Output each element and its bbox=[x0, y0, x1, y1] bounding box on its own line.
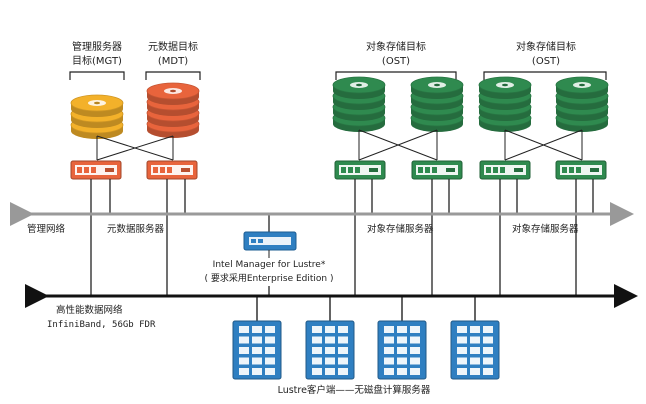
cross-connections bbox=[96, 129, 583, 161]
ost-disk-stack-4 bbox=[555, 76, 609, 132]
ost-group-1-title: 对象存储目标 bbox=[366, 40, 426, 53]
oss-server-label-2: 对象存储服务器 bbox=[512, 223, 579, 235]
mgt-disk-stack bbox=[70, 94, 124, 139]
intel-manager-server bbox=[243, 231, 297, 251]
client-server-1 bbox=[232, 296, 282, 380]
oss-rack-server-1 bbox=[334, 160, 386, 180]
mds-rack-server bbox=[146, 160, 198, 180]
ost-disk-stack-3 bbox=[478, 76, 532, 132]
mdt-title: 元数据目标 bbox=[148, 40, 198, 53]
mgt-bracket bbox=[69, 71, 125, 80]
oss-server-label-1: 对象存储服务器 bbox=[367, 223, 434, 235]
disk-stacks bbox=[70, 76, 609, 139]
hpc-network-sub: InfiniBand, 56Gb FDR bbox=[47, 320, 156, 330]
ost-disk-stack-2 bbox=[410, 76, 464, 132]
ost-bracket-2 bbox=[483, 71, 607, 80]
ost-group-2-subtitle: (OST) bbox=[532, 56, 560, 67]
mdt-bracket bbox=[145, 71, 201, 80]
mgt-subtitle: 目标(MGT) bbox=[72, 55, 122, 67]
client-server-4 bbox=[450, 296, 500, 380]
management-network-label: 管理网络 bbox=[27, 223, 66, 235]
brackets bbox=[69, 71, 607, 80]
mdt-subtitle: (MDT) bbox=[158, 56, 188, 67]
rack-servers bbox=[70, 160, 607, 180]
mdt-disk-stack bbox=[146, 82, 200, 138]
oss-rack-server-4 bbox=[555, 160, 607, 180]
client-servers bbox=[232, 296, 500, 380]
mgt-title: 管理服务器 bbox=[72, 40, 122, 53]
oss-rack-server-2 bbox=[411, 160, 463, 180]
client-server-3 bbox=[377, 296, 427, 380]
hpc-network-label: 高性能数据网络 bbox=[56, 304, 123, 316]
ost-bracket-1 bbox=[335, 71, 457, 80]
oss-rack-server-3 bbox=[479, 160, 531, 180]
clients-label: Lustre客户端——无磁盘计算服务器 bbox=[278, 384, 431, 396]
client-server-2 bbox=[305, 296, 355, 380]
vertical-links bbox=[90, 179, 594, 296]
ost-group-2-title: 对象存储目标 bbox=[516, 40, 576, 53]
intel-manager-label: Intel Manager for Lustre* bbox=[213, 260, 326, 270]
ost-disk-stack-1 bbox=[332, 76, 386, 132]
mds-server-label: 元数据服务器 bbox=[107, 223, 165, 235]
mgs-rack-server bbox=[70, 160, 122, 180]
intel-manager-note: ( 要求采用Enterprise Edition ) bbox=[204, 272, 333, 284]
ost-group-1-subtitle: (OST) bbox=[382, 56, 410, 67]
